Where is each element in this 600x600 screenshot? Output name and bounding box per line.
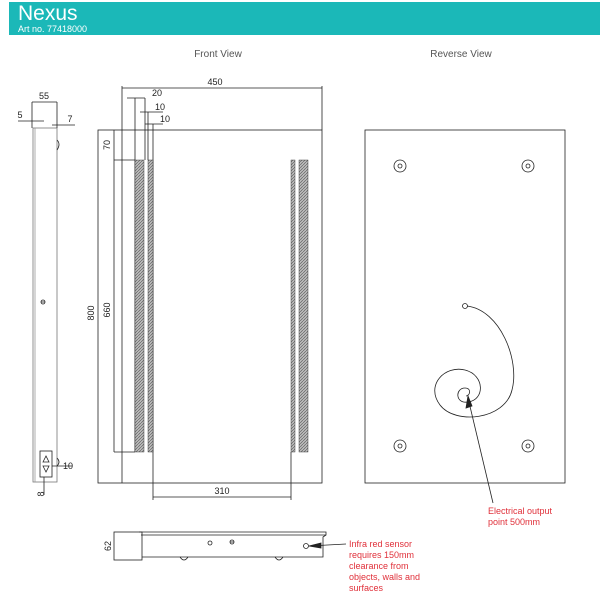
sensor-label-2: requires 150mm [349,550,414,560]
product-title: Nexus [18,2,78,25]
dim-width: 450 [207,77,222,87]
dim-strip-20: 20 [152,88,162,98]
mounting-hole-icons [393,159,535,453]
sensor-label-4: objects, walls and [349,572,420,582]
dim-strip-10a: 10 [155,102,165,112]
front-view-label: Front View [194,49,242,60]
cable-coil-icon [434,305,515,418]
dim-side-right: 7 [67,114,72,124]
dim-strip-660: 660 [102,302,112,317]
article-number: Art no. 77418000 [18,24,88,34]
front-view [97,86,323,500]
dim-depth-62: 62 [103,541,113,551]
sensor-label-3: clearance from [349,561,409,571]
dim-height-800: 800 [86,305,96,320]
electrical-label-1: Electrical output [488,506,553,516]
dim-side-bottom: 8 [36,491,46,496]
sensor-label-1: Infra red sensor [349,539,412,549]
reverse-view-label: Reverse View [430,49,492,60]
dim-strip-10b: 10 [160,114,170,124]
dim-top-70: 70 [102,140,112,150]
reverse-view [364,129,566,504]
dim-side-width: 55 [39,91,49,101]
sensor-label-5: surfaces [349,583,384,593]
side-view [18,101,75,495]
dim-strip-spacing: 310 [214,486,229,496]
electrical-label-2: point 500mm [488,517,540,527]
bottom-view [113,531,347,561]
dim-side-bottom-right: 10 [63,461,73,471]
header-banner: Nexus Art no. 77418000 [9,2,600,35]
dim-side-left: 5 [17,110,22,120]
